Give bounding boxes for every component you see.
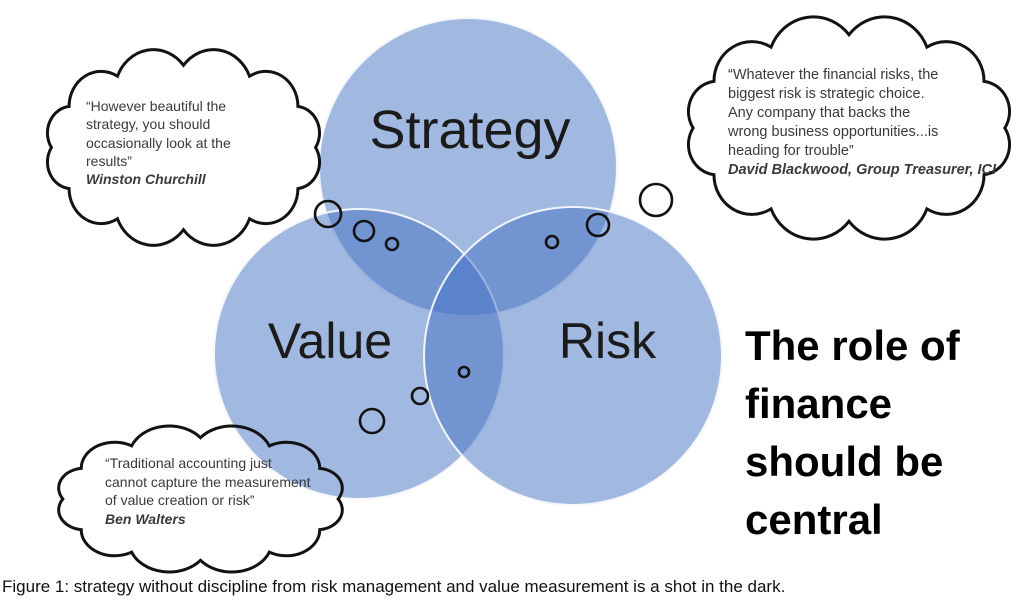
headline-line: central [745, 496, 883, 543]
headline-role-of-finance: The role of finance should be central [745, 317, 985, 549]
figure-caption: Figure 1: strategy without discipline fr… [2, 577, 786, 596]
venn-circle-risk [423, 206, 723, 506]
thought-trail-bubble [638, 182, 674, 218]
quote-line: strategy, you should [86, 116, 211, 133]
quote-blackwood: “Whatever the financial risks, the bigge… [728, 66, 996, 180]
quote-line: cannot capture the measurement [105, 473, 311, 490]
headline-line: finance [745, 380, 893, 427]
quote-churchill: “However beautiful the strategy, you sho… [86, 97, 231, 188]
quote-line: “Traditional accounting just [105, 455, 272, 471]
quote-line: wrong business opportunities...is [728, 124, 939, 140]
quote-attribution: Ben Walters [105, 510, 186, 527]
quote-line: heading for trouble” [728, 143, 854, 159]
quote-attribution: Winston Churchill [86, 171, 206, 188]
headline-line: The role of [745, 322, 960, 369]
quote-attribution: David Blackwood, Group Treasurer, ICI [728, 162, 997, 178]
venn-label-value: Value [267, 313, 393, 369]
quote-line: “However beautiful the [86, 98, 227, 114]
quote-line: occasionally look at the [86, 134, 231, 151]
venn-label-risk: Risk [558, 313, 657, 369]
quote-line: biggest risk is strategic choice. [728, 86, 925, 102]
headline-line: should be [745, 438, 944, 485]
venn-label-strategy: Strategy [369, 100, 571, 160]
quote-line: Any company that backs the [728, 105, 911, 121]
quote-line: of value creation or risk” [105, 492, 255, 509]
quote-line: “Whatever the financial risks, the [728, 67, 939, 83]
quote-line: results” [86, 152, 132, 169]
quote-walters: “Traditional accounting just cannot capt… [105, 454, 310, 528]
